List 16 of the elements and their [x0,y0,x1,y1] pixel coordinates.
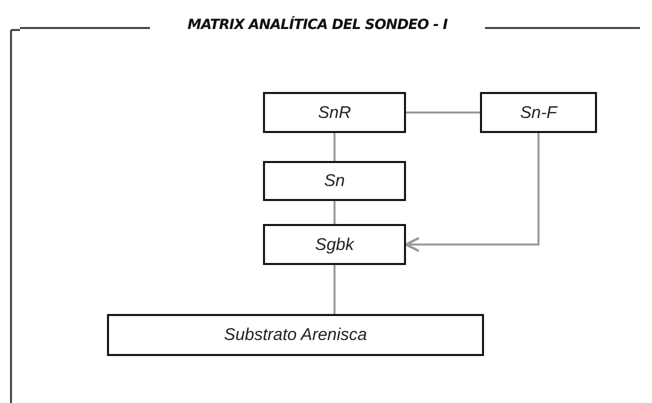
process-box [107,314,484,356]
process-box [263,224,406,265]
process-box [480,92,597,133]
box-label: Sn [324,171,345,191]
connector-line [334,133,336,161]
process-box [263,92,406,133]
process-box [263,161,406,201]
connector-line [334,201,336,224]
box-label: Sn-F [520,102,557,122]
diagram-title: MATRIX ANALÍTICA DEL SONDEO - I [186,17,449,33]
box-label: Sgbk [315,234,354,254]
arrow [404,133,540,252]
connector-line [334,265,336,314]
box-label: Substrato Arenisca [224,325,367,345]
connector-line [406,112,480,114]
box-label: SnR [318,102,352,122]
